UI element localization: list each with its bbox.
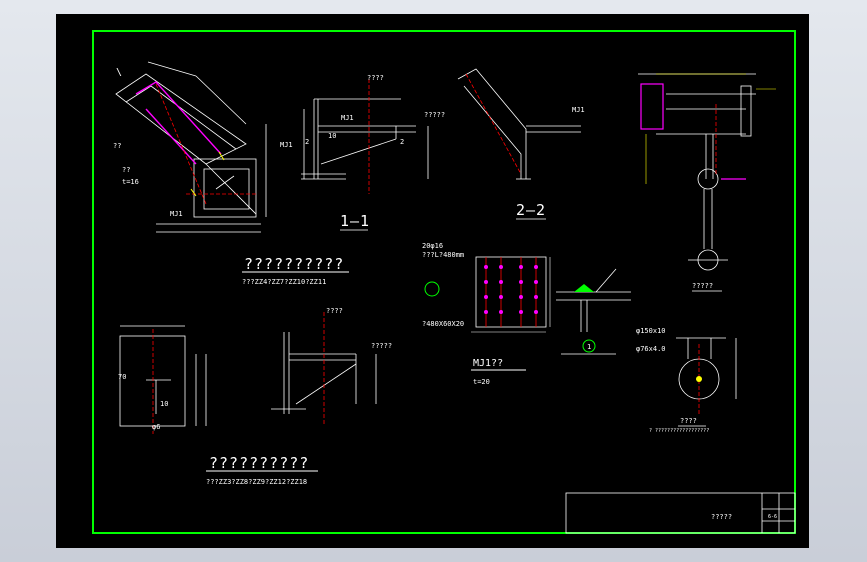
label-num-70: 70 <box>118 373 126 381</box>
section-2-2-title: 2—2 <box>516 201 546 219</box>
title-block-text: ????? <box>711 513 732 521</box>
label-q4: ???? <box>680 417 697 425</box>
label-phi6: φ6 <box>152 423 160 431</box>
label-pipe: φ150x10 <box>636 327 666 335</box>
note-text: ? ?????????????????? <box>649 428 709 434</box>
label-q-mid2: ????? <box>371 342 392 350</box>
label-q-mid: ???? <box>326 307 343 315</box>
label-plate: ?480X60X20 <box>422 320 464 328</box>
label-q2: ?? <box>113 142 121 150</box>
drawing-canvas[interactable]: ????? 6-6 \ ?? ?? t=16 MJ1 <box>56 14 809 548</box>
support-elevation <box>271 312 377 424</box>
detail-b-sub: ???ZZ3?ZZ8?ZZ9?ZZ12?ZZ18 <box>206 478 307 486</box>
section-num-2b: 2 <box>400 138 404 146</box>
label-q2b: ?? <box>122 166 130 174</box>
section-num-2a: 2 <box>305 138 309 146</box>
detail-a-title: ?????????? <box>244 255 344 273</box>
label-t16: t=16 <box>122 178 139 186</box>
label-mj1-plate: MJ1?? <box>473 358 503 369</box>
label-mj1-c: MJ1 <box>280 141 293 149</box>
title-block-number: 6-6 <box>768 514 777 520</box>
label-t20: t=20 <box>473 378 490 386</box>
detail-a-sub: ???ZZ4?ZZ7?ZZ10?ZZ11 <box>242 278 326 286</box>
label-num-10: 10 <box>328 132 336 140</box>
plate-detail <box>119 325 207 434</box>
label-rebar-sub: ???L?480mm <box>422 251 464 259</box>
drawing-border <box>92 30 796 534</box>
weld-detail <box>556 268 631 355</box>
label-rebar-top: 20φ16 <box>422 242 443 250</box>
section-1-1-title: 1—1 <box>340 212 370 230</box>
column-elevation <box>638 73 776 271</box>
section-1-1 <box>301 79 429 194</box>
knee-joint-view <box>115 61 267 233</box>
label-mj1-d: MJ1 <box>572 106 585 114</box>
circle-1b: 1 <box>587 343 591 351</box>
section-2-2 <box>457 68 581 180</box>
detail-b-title: ?????????? <box>209 454 309 472</box>
label-num-10b: 10 <box>160 400 168 408</box>
label-top-q: ???? <box>367 74 384 82</box>
label-mj1-b: MJ1 <box>341 114 354 122</box>
label-mj1-a: MJ1 <box>170 210 183 218</box>
cad-drawing: ????? 6-6 \ ?? ?? t=16 MJ1 <box>92 30 796 534</box>
label-pipe2: φ76x4.0 <box>636 345 666 353</box>
corner-mark: \ <box>116 67 122 78</box>
pipe-support-detail <box>676 337 737 414</box>
mj1-plate-detail <box>424 256 551 333</box>
title-block <box>565 492 796 534</box>
label-q-right: ????? <box>424 111 445 119</box>
label-right-q5: ????? <box>692 282 713 290</box>
